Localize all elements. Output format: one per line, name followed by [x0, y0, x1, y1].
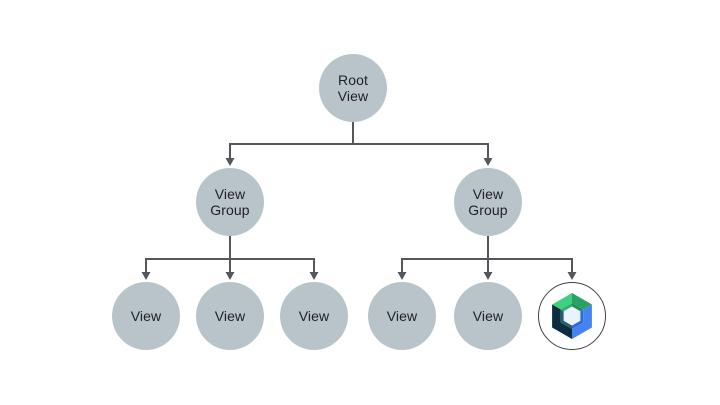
arrowhead [309, 272, 319, 280]
arrowhead [483, 272, 493, 280]
node-view-group-2: View Group [454, 168, 522, 236]
node-root-view: Root View [319, 54, 387, 122]
jetpack-compose-logo-icon [552, 293, 592, 339]
node-label: View Group [210, 185, 250, 219]
node-view-2: View [196, 282, 264, 350]
node-label: View [298, 307, 330, 324]
logo-face-blue [572, 304, 592, 339]
arrowhead [483, 158, 493, 166]
logo-bevel-green-right [572, 303, 584, 312]
node-view-4: View [368, 282, 436, 350]
arrowhead [225, 158, 235, 166]
node-label: View [130, 307, 162, 324]
logo-bevel-green-left [560, 303, 572, 312]
node-compose-node [538, 282, 606, 350]
logo-bevel-navy [560, 309, 572, 329]
node-view-group-1: View Group [196, 168, 264, 236]
logo-face-green-right [572, 293, 592, 310]
connector-view-group-1 [145, 236, 315, 274]
logo-bevel-blue [572, 309, 584, 329]
node-view-1: View [112, 282, 180, 350]
node-label: Root View [337, 71, 369, 105]
connector-view-group-2 [401, 236, 573, 274]
node-view-5: View [454, 282, 522, 350]
connector-root-view [229, 122, 489, 160]
node-label: View [214, 307, 246, 324]
arrowhead [397, 272, 407, 280]
arrowhead [225, 272, 235, 280]
node-label: View Group [468, 185, 508, 219]
logo-center-hexagon [563, 306, 581, 326]
node-label: View [386, 307, 418, 324]
arrowhead [141, 272, 151, 280]
node-view-3: View [280, 282, 348, 350]
logo-face-navy [552, 304, 572, 339]
logo-face-green-left [552, 293, 572, 310]
arrowhead [567, 272, 577, 280]
node-label: View [472, 307, 504, 324]
